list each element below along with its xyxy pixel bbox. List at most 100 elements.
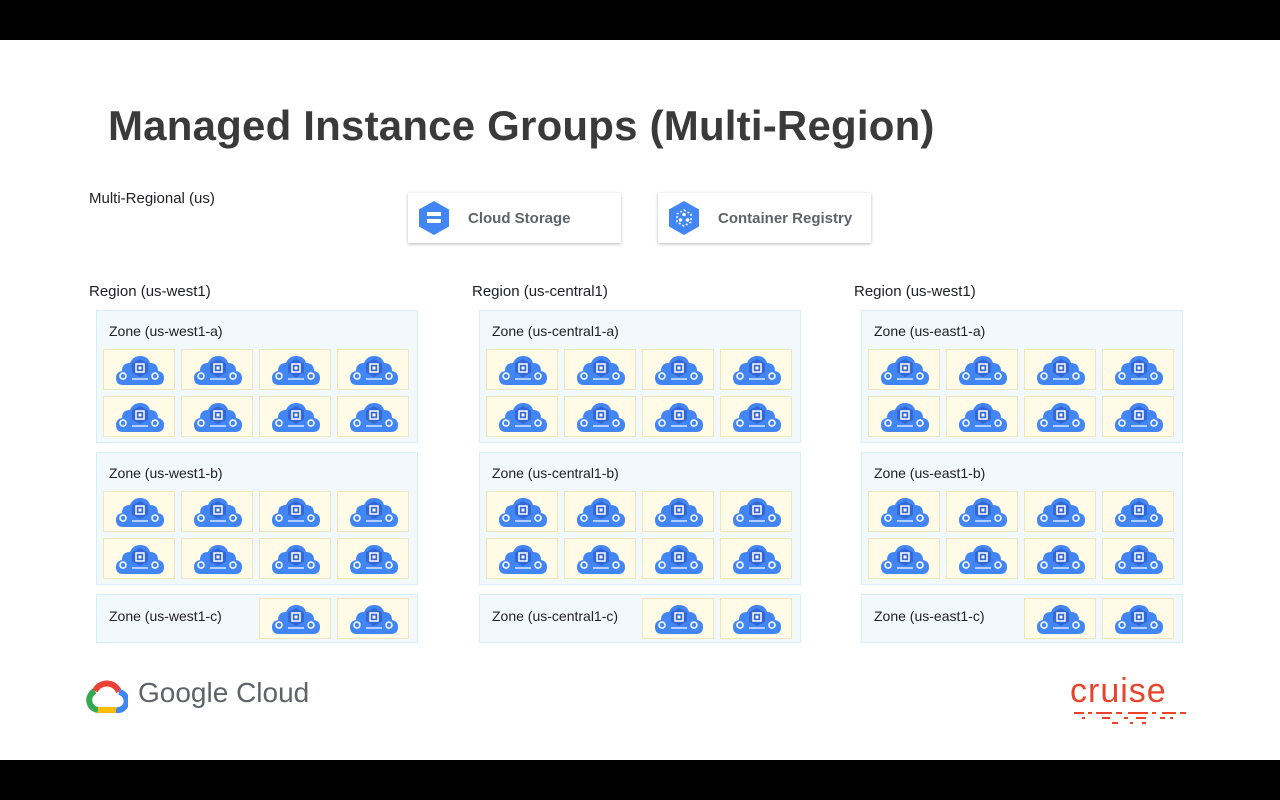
instance-cell bbox=[486, 491, 558, 532]
instance-cell bbox=[259, 598, 331, 639]
instance-cell bbox=[1102, 349, 1174, 390]
compute-instance-icon bbox=[499, 356, 547, 385]
instance-cell bbox=[1024, 538, 1096, 579]
cruise-logo-dots-icon bbox=[1074, 712, 1186, 724]
compute-instance-icon bbox=[959, 356, 1007, 385]
compute-instance-icon bbox=[1037, 605, 1085, 634]
zone-label: Zone (us-east1-c) bbox=[874, 608, 985, 624]
compute-instance-icon bbox=[1037, 498, 1085, 527]
zone-panel: Zone (us-central1-c) bbox=[479, 594, 801, 643]
instance-cell bbox=[1024, 491, 1096, 532]
instance-cell bbox=[486, 349, 558, 390]
compute-instance-icon bbox=[272, 498, 320, 527]
cloud-storage-card: Cloud Storage bbox=[408, 193, 621, 243]
zone-label: Zone (us-central1-a) bbox=[492, 323, 619, 339]
instance-cell bbox=[337, 491, 409, 532]
compute-instance-icon bbox=[655, 356, 703, 385]
compute-instance-icon bbox=[733, 498, 781, 527]
compute-instance-icon bbox=[1115, 356, 1163, 385]
compute-instance-icon bbox=[655, 545, 703, 574]
instance-cell bbox=[1024, 396, 1096, 437]
compute-instance-icon bbox=[733, 605, 781, 634]
instance-cell bbox=[720, 491, 792, 532]
zone-panel: Zone (us-east1-b) bbox=[861, 452, 1183, 585]
instance-cell bbox=[486, 538, 558, 579]
compute-instance-icon bbox=[1115, 605, 1163, 634]
google-cloud-text: Google Cloud bbox=[138, 677, 310, 708]
compute-instance-icon bbox=[350, 545, 398, 574]
compute-instance-icon bbox=[350, 498, 398, 527]
region-label: Region (us-central1) bbox=[472, 283, 608, 300]
zone-label: Zone (us-east1-a) bbox=[874, 323, 986, 339]
compute-instance-icon bbox=[1037, 356, 1085, 385]
compute-instance-icon bbox=[116, 545, 164, 574]
zone-panel: Zone (us-central1-a) bbox=[479, 310, 801, 443]
compute-instance-icon bbox=[272, 403, 320, 432]
instance-cell bbox=[181, 396, 253, 437]
instance-cell bbox=[1102, 396, 1174, 437]
instance-cell bbox=[181, 538, 253, 579]
zone-label: Zone (us-west1-a) bbox=[109, 323, 223, 339]
compute-instance-icon bbox=[1037, 545, 1085, 574]
zone-label: Zone (us-east1-b) bbox=[874, 465, 986, 481]
instance-cell bbox=[259, 396, 331, 437]
cloud-storage-label: Cloud Storage bbox=[468, 209, 571, 227]
instance-cell bbox=[103, 396, 175, 437]
instance-cell bbox=[259, 538, 331, 579]
instance-cell bbox=[337, 396, 409, 437]
zone-panel: Zone (us-east1-a) bbox=[861, 310, 1183, 443]
instance-cell bbox=[720, 538, 792, 579]
zone-label: Zone (us-west1-b) bbox=[109, 465, 223, 481]
compute-instance-icon bbox=[194, 356, 242, 385]
compute-instance-icon bbox=[881, 403, 929, 432]
compute-instance-icon bbox=[655, 403, 703, 432]
zone-panel: Zone (us-west1-c) bbox=[96, 594, 418, 643]
instance-cell bbox=[564, 491, 636, 532]
zone-panel: Zone (us-west1-b) bbox=[96, 452, 418, 585]
compute-instance-icon bbox=[655, 498, 703, 527]
instance-cell bbox=[181, 491, 253, 532]
compute-instance-icon bbox=[194, 403, 242, 432]
instance-cell bbox=[1102, 491, 1174, 532]
instance-cell bbox=[946, 349, 1018, 390]
instance-cell bbox=[564, 538, 636, 579]
compute-instance-icon bbox=[194, 498, 242, 527]
compute-instance-icon bbox=[116, 356, 164, 385]
google-cloud-logo-icon bbox=[86, 680, 128, 714]
compute-instance-icon bbox=[1115, 545, 1163, 574]
compute-instance-icon bbox=[499, 403, 547, 432]
compute-instance-icon bbox=[194, 545, 242, 574]
compute-instance-icon bbox=[350, 605, 398, 634]
instance-cell bbox=[181, 349, 253, 390]
instance-cell bbox=[564, 349, 636, 390]
instance-cell bbox=[868, 491, 940, 532]
slide: Managed Instance Groups (Multi-Region) M… bbox=[0, 40, 1280, 760]
instance-cell bbox=[486, 396, 558, 437]
container-registry-icon bbox=[669, 201, 699, 235]
compute-instance-icon bbox=[272, 545, 320, 574]
zone-panel: Zone (us-central1-b) bbox=[479, 452, 801, 585]
instance-cell bbox=[946, 491, 1018, 532]
compute-instance-icon bbox=[577, 356, 625, 385]
instance-cell bbox=[946, 538, 1018, 579]
compute-instance-icon bbox=[272, 356, 320, 385]
compute-instance-icon bbox=[1037, 403, 1085, 432]
compute-instance-icon bbox=[881, 356, 929, 385]
container-registry-card: Container Registry bbox=[658, 193, 871, 243]
compute-instance-icon bbox=[959, 545, 1007, 574]
instance-cell bbox=[103, 491, 175, 532]
compute-instance-icon bbox=[577, 498, 625, 527]
compute-instance-icon bbox=[959, 403, 1007, 432]
instance-cell bbox=[259, 491, 331, 532]
compute-instance-icon bbox=[881, 498, 929, 527]
compute-instance-icon bbox=[881, 545, 929, 574]
compute-instance-icon bbox=[1115, 498, 1163, 527]
instance-cell bbox=[720, 598, 792, 639]
compute-instance-icon bbox=[577, 403, 625, 432]
compute-instance-icon bbox=[499, 545, 547, 574]
instance-cell bbox=[1024, 598, 1096, 639]
compute-instance-icon bbox=[116, 498, 164, 527]
instance-cell bbox=[642, 598, 714, 639]
instance-cell bbox=[103, 349, 175, 390]
compute-instance-icon bbox=[499, 498, 547, 527]
